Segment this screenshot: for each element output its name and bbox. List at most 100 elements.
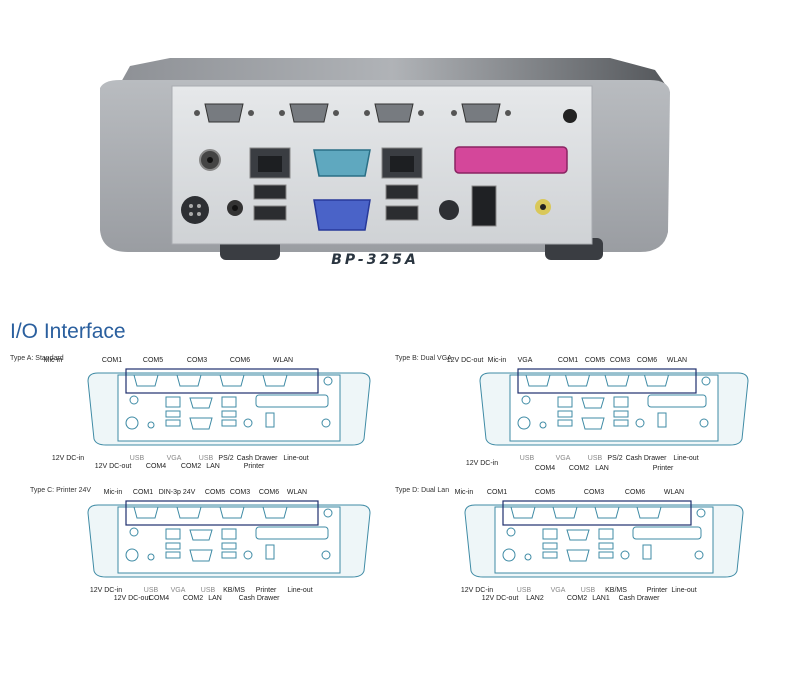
wlan-antenna (323, 508, 333, 518)
port-label: PS/2 (607, 455, 623, 462)
diagram-outline (87, 368, 371, 446)
cash-drawer-port (657, 412, 667, 428)
com-port (189, 397, 213, 409)
port-label: VGA (166, 455, 182, 462)
usb-port (598, 542, 614, 550)
usb-port (613, 419, 629, 427)
db9-port (643, 374, 670, 387)
db9-port (636, 506, 662, 519)
port-label: COM6 (624, 489, 646, 496)
port-label: Printer (243, 463, 265, 470)
usb-port-right-1 (385, 184, 419, 200)
dc-out-jack (147, 421, 155, 429)
lan-port (221, 396, 237, 408)
port-label: COM1 (101, 357, 123, 364)
wlan-antenna (323, 376, 333, 386)
port-label: USB (580, 587, 596, 594)
vga-port (313, 199, 371, 231)
port-label: USB (587, 455, 603, 462)
port-label: COM2 (182, 595, 204, 602)
cash-drawer-port (265, 544, 275, 560)
vga-port (566, 549, 590, 562)
port-label: 12V DC-out (94, 463, 132, 470)
ps2-port (635, 418, 645, 428)
usb-port (221, 551, 237, 559)
diagram-title: Type B: Dual VGA (395, 355, 452, 362)
port-label: 12V DC-out (113, 595, 151, 602)
dc-out-jack (539, 421, 547, 429)
port-label: KB/MS (605, 587, 627, 594)
usb-port (165, 551, 181, 559)
db9-port (552, 506, 578, 519)
com-port (189, 529, 213, 541)
usb-port-left-1 (253, 184, 287, 200)
usb-port (613, 410, 629, 418)
lan-port (557, 396, 573, 408)
port-label: USB (129, 455, 145, 462)
port-label: COM5 (534, 489, 556, 496)
wlan-antenna-hole (563, 109, 577, 123)
vga-port (189, 417, 213, 430)
com-port-group-box (517, 368, 697, 394)
db9-port (594, 506, 620, 519)
line-out-jack (321, 418, 331, 428)
port-label: Mic-in (43, 357, 63, 364)
port-label: LAN (206, 463, 220, 470)
port-label: 12V DC-out (481, 595, 519, 602)
com-port (566, 529, 590, 541)
port-label: COM2 (566, 595, 588, 602)
section-title: I/O Interface (10, 320, 126, 343)
port-label: COM5 (204, 489, 226, 496)
mic-in-jack (129, 395, 139, 405)
db9-port (133, 374, 159, 387)
ps2-port (243, 418, 253, 428)
usb-port-left-2 (253, 205, 287, 221)
port-label: Line-out (287, 587, 313, 594)
port-label: COM3 (186, 357, 208, 364)
dc-out-jack (524, 553, 532, 561)
line-out-jack (321, 550, 331, 560)
cash-drawer-port (642, 544, 652, 560)
db9-port (133, 506, 159, 519)
usb-port (165, 419, 181, 427)
port-label: Printer (652, 465, 674, 472)
cash-drawer-port (471, 185, 497, 227)
model-label: BP-325A (331, 252, 419, 268)
port-label: 12V DC-out (446, 357, 484, 364)
product-photo (100, 58, 670, 260)
port-label: COM6 (258, 489, 280, 496)
port-label: COM5 (142, 357, 164, 364)
port-label: COM4 (534, 465, 556, 472)
port-label: 12V DC-in (460, 587, 494, 594)
db9-port (564, 374, 591, 387)
port-label: COM3 (609, 357, 631, 364)
usb-port (165, 410, 181, 418)
db9-port (604, 374, 630, 387)
port-label: 12V DC-in (465, 460, 499, 467)
port-label: LAN1 (592, 595, 610, 602)
port-label: DIN-3p 24V (158, 489, 196, 496)
diagram-title: Type C: Printer 24V (30, 487, 92, 494)
port-label: WLAN (663, 489, 685, 496)
db9-port (219, 506, 245, 519)
com4-port (313, 149, 371, 177)
lan-port (598, 528, 614, 540)
cash-drawer-port (265, 412, 275, 428)
port-label: COM1 (557, 357, 579, 364)
port-label: 12V DC-in (51, 455, 85, 462)
printer-port (647, 394, 707, 408)
usb-port (542, 551, 558, 559)
port-label: Cash Drawer (625, 455, 667, 462)
db9-port (262, 506, 288, 519)
vga-port (581, 417, 605, 430)
port-label: COM4 (145, 463, 167, 470)
ps2-port (243, 550, 253, 560)
usb-port (557, 419, 573, 427)
db9-port (510, 506, 536, 519)
port-label: 12V DC-in (89, 587, 123, 594)
db9-port (262, 374, 288, 387)
port-label: USB (198, 455, 214, 462)
lan-port (221, 528, 237, 540)
